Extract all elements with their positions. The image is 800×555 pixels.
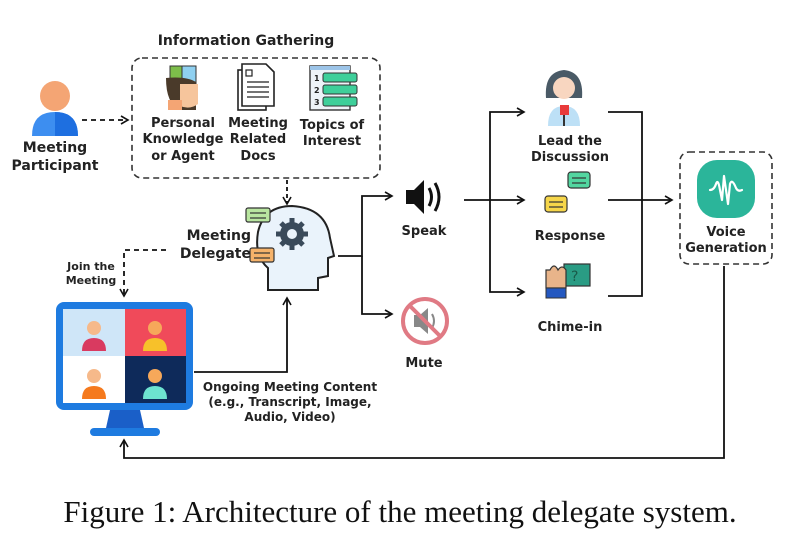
- topic-number: 2: [314, 86, 320, 95]
- speak-label: Speak: [401, 224, 447, 239]
- response-chat-icon: [544, 171, 591, 213]
- delegate-to-mute-arrow: [361, 256, 394, 319]
- architecture-diagram: 1 2 3: [32, 57, 773, 459]
- voice-to-meeting-arrow: [119, 266, 725, 459]
- person-knowledge-icon: [166, 65, 198, 110]
- document-icon: [237, 63, 275, 111]
- svg-text:?: ?: [571, 269, 578, 285]
- info-gathering-title: Information Gathering: [157, 33, 335, 49]
- action-label: Response: [534, 229, 606, 244]
- mute-icon: [401, 297, 449, 345]
- info-item-label: Personal Knowledge or Agent: [142, 116, 224, 164]
- participant-icon: [32, 81, 78, 136]
- info-item-label: Topics of Interest: [299, 118, 365, 150]
- delegate-label: Meeting Delegate: [179, 228, 251, 262]
- action-label: Lead the Discussion: [530, 134, 610, 166]
- actions-merge-bracket: [608, 111, 643, 297]
- voice-generation-box: [679, 151, 773, 265]
- speak-to-chime-arrow: [489, 200, 526, 297]
- delegate-to-speak-arrow: [338, 191, 394, 257]
- info-gathering-box: [131, 57, 381, 179]
- chat-bubble-icon: [249, 247, 275, 263]
- ongoing-content-arrow: [194, 296, 292, 373]
- join-meeting-arrow: [119, 249, 166, 298]
- join-meeting-label: Join the Meeting: [65, 260, 117, 287]
- chime-in-icon: ?: [545, 263, 591, 299]
- speak-to-lead-arrow: [489, 107, 526, 200]
- voice-wave-icon: [697, 160, 755, 218]
- ongoing-content-label: Ongoing Meeting Content (e.g., Transcrip…: [202, 380, 378, 424]
- topic-number: 1: [314, 74, 320, 83]
- action-label: Chime-in: [537, 320, 603, 335]
- topic-number: 3: [314, 98, 320, 107]
- speaker-icon: [406, 180, 441, 214]
- chat-bubble-icon: [245, 207, 271, 223]
- topic-list-icon: 1 2 3: [309, 65, 358, 111]
- mute-label: Mute: [405, 356, 443, 371]
- lead-discussion-icon: [545, 70, 583, 126]
- meeting-monitor-icon: [56, 302, 193, 436]
- figure-caption: Figure 1: Architecture of the meeting de…: [63, 494, 737, 529]
- info-item-label: Meeting Related Docs: [228, 116, 288, 164]
- voice-generation-label: Voice Generation: [685, 225, 767, 257]
- participant-label: Meeting Participant: [11, 140, 99, 174]
